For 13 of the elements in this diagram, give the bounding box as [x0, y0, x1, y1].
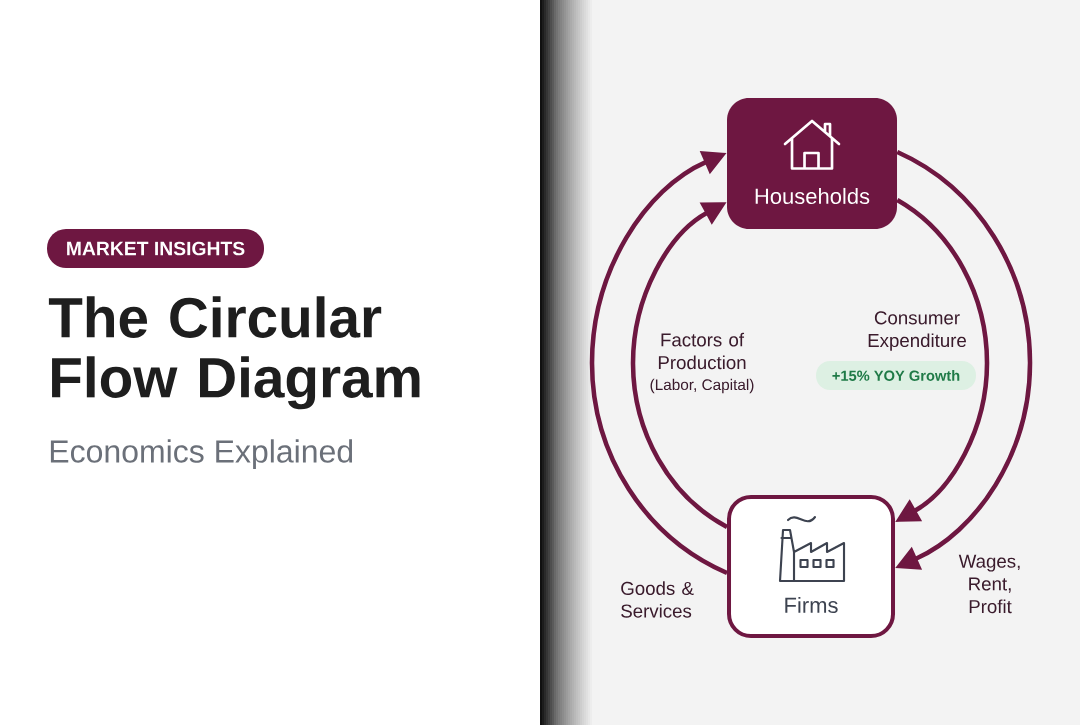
edge-label: Factors of Production — [658, 332, 746, 370]
edge-label: Goods & Services — [621, 581, 694, 618]
node-box: Households — [727, 98, 897, 229]
arrow — [589, 150, 728, 576]
growth-badge: +15% YOY Growth — [816, 361, 976, 390]
arrow — [630, 202, 729, 529]
node-box: Firms — [727, 495, 895, 638]
edge-label: Consumer Expenditure — [868, 311, 966, 351]
tag-badge: MARKET INSIGHTS — [47, 229, 264, 268]
title: The Circular Flow Diagram — [48, 296, 420, 410]
subtitle: Economics Explained — [50, 439, 353, 470]
label-text: (Labor, Capital) — [650, 378, 754, 394]
edge-label: Wages, Rent, Profit — [958, 554, 1020, 614]
